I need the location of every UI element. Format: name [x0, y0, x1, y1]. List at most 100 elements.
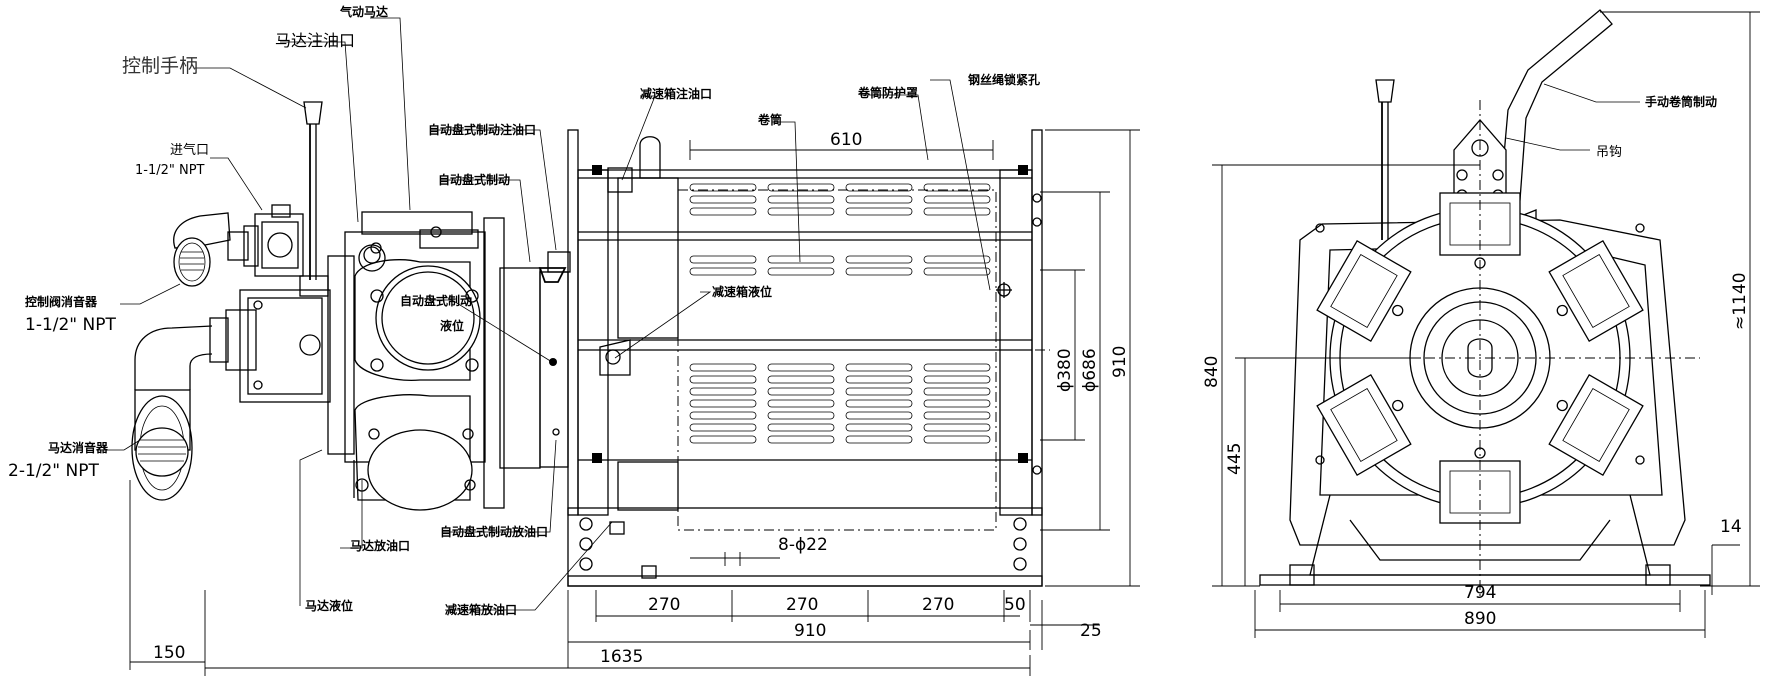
annotation-labels: 气动马达 马达注油口 控制手柄 进气口 1-1/2" NPT 控制阀消音器 1-… — [8, 4, 1717, 617]
pneumatic-motor — [239, 211, 486, 511]
guard-slot — [689, 363, 757, 372]
guard-slot — [689, 183, 757, 192]
guard-slot — [923, 411, 991, 420]
label-control-valve-muffler: 控制阀消音器 — [25, 294, 98, 309]
end-view — [1245, 9, 1711, 600]
guard-slot — [689, 423, 757, 432]
guard-slots — [689, 183, 991, 444]
guard-slot — [845, 195, 913, 204]
dim-drum-length: 610 — [830, 130, 862, 150]
label-gearbox-oil-drain: 减速箱放油口 — [445, 602, 517, 617]
side-view — [131, 101, 1050, 587]
dim-bolt-holes: 8-ϕ22 — [778, 535, 828, 555]
guard-slot — [689, 399, 757, 408]
guard-slot — [845, 255, 913, 264]
disc-brake — [483, 217, 571, 509]
drum-assembly — [567, 129, 1043, 531]
label-manual-drum-brake: 手动卷筒制动 — [1645, 94, 1717, 109]
label-disc-brake-level-1: 自动盘式制动 — [400, 293, 472, 308]
label-drum-guard: 卷筒防护罩 — [857, 85, 918, 100]
label-disc-brake-oil-fill: 自动盘式制动注油口 — [428, 122, 536, 137]
guard-slot — [923, 387, 991, 396]
label-motor-oil-fill: 马达注油口 — [275, 31, 355, 50]
guard-slot — [689, 195, 757, 204]
leader-lines — [98, 17, 1640, 611]
radial-cylinder — [1548, 373, 1644, 477]
label-control-valve-muffler-size: 1-1/2" NPT — [25, 315, 117, 335]
label-air-inlet-size: 1-1/2" NPT — [135, 163, 205, 178]
label-disc-brake-level-2: 液位 — [440, 318, 464, 333]
dim-center-height: 445 — [1225, 443, 1245, 475]
guard-slot — [845, 435, 913, 444]
guard-slot — [845, 207, 913, 216]
guard-slot — [923, 375, 991, 384]
radial-cylinder — [1548, 239, 1644, 343]
guard-slot — [845, 423, 913, 432]
label-drum: 卷筒 — [757, 112, 782, 127]
guard-slot — [923, 255, 991, 264]
radial-cylinders — [1316, 192, 1644, 524]
guard-slot — [923, 207, 991, 216]
guard-slot — [689, 375, 757, 384]
dim-bolt-spacing-3: 270 — [922, 595, 954, 615]
guard-slot — [923, 195, 991, 204]
dimension-lines — [129, 11, 1760, 676]
label-motor-oil-drain: 马达放油口 — [350, 538, 410, 553]
radial-cylinder — [1439, 447, 1521, 524]
dim-base-bolt-width: 794 — [1464, 583, 1496, 603]
guard-slot — [767, 267, 835, 276]
radial-cylinder — [1316, 373, 1412, 477]
label-gearbox-oil-level: 减速箱液位 — [712, 284, 772, 299]
guard-slot — [767, 423, 835, 432]
dim-overall-height: ≈1140 — [1730, 272, 1750, 330]
guard-slot — [767, 207, 835, 216]
guard-slot — [767, 411, 835, 420]
guard-slot — [845, 411, 913, 420]
guard-slot — [923, 435, 991, 444]
dim-flange-dia: ϕ686 — [1080, 348, 1100, 392]
guard-slot — [767, 183, 835, 192]
control-valve-muffler — [173, 212, 259, 287]
dim-center-height-total: 840 — [1202, 356, 1222, 388]
dim-base-thickness: 14 — [1720, 517, 1742, 537]
guard-slot — [767, 255, 835, 264]
guard-slot — [845, 375, 913, 384]
guard-slot — [689, 411, 757, 420]
guard-slot — [689, 255, 757, 264]
guard-slot — [689, 267, 757, 276]
label-motor-oil-level: 马达液位 — [305, 598, 353, 613]
dim-bore-dia: ϕ380 — [1055, 348, 1075, 392]
dim-muffler-offset: 150 — [153, 643, 185, 663]
guard-slot — [923, 267, 991, 276]
label-control-handle: 控制手柄 — [122, 55, 198, 77]
control-valve — [254, 101, 329, 297]
guard-slot — [689, 435, 757, 444]
guard-slot — [845, 399, 913, 408]
dim-base-length: 910 — [794, 621, 826, 641]
label-motor-muffler-size: 2-1/2" NPT — [8, 461, 100, 481]
base-frame — [567, 349, 1050, 587]
label-disc-brake: 自动盘式制动 — [438, 172, 510, 187]
dim-bolt-spacing-1: 270 — [648, 595, 680, 615]
guard-slot — [767, 375, 835, 384]
dim-base-width: 890 — [1464, 609, 1496, 629]
label-wire-rope-lock-hole: 钢丝绳锁紧孔 — [968, 72, 1040, 87]
guard-slot — [767, 363, 835, 372]
guard-slot — [923, 423, 991, 432]
label-pneumatic-motor: 气动马达 — [339, 4, 388, 19]
dimension-values: 610 ϕ380 ϕ686 910 8-ϕ22 270 270 270 50 9… — [153, 130, 1750, 667]
guard-slot — [689, 207, 757, 216]
guard-slot — [923, 363, 991, 372]
motor-muffler — [131, 309, 257, 501]
guard-slot — [767, 387, 835, 396]
dim-overall-length: 1635 — [600, 647, 643, 667]
radial-cylinder — [1316, 239, 1412, 343]
guard-slot — [845, 363, 913, 372]
label-disc-brake-oil-drain: 自动盘式制动放油口 — [440, 524, 548, 539]
guard-slot — [923, 183, 991, 192]
dim-edge-offset: 50 — [1004, 595, 1026, 615]
label-lifting-hook: 吊钩 — [1596, 145, 1622, 160]
dim-overhang: 25 — [1080, 621, 1102, 641]
guard-slot — [923, 399, 991, 408]
guard-slot — [845, 183, 913, 192]
